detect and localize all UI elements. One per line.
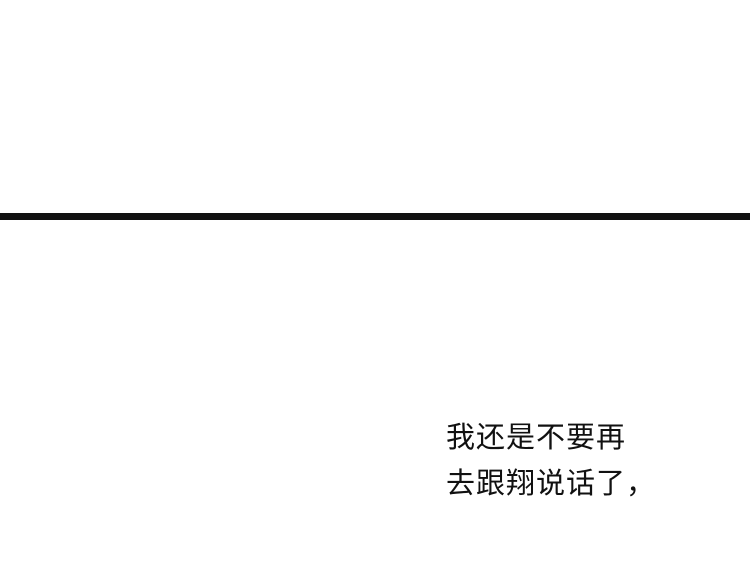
caption-line-1: 我还是不要再 (446, 420, 627, 454)
narration-caption: 我还是不要再 去跟翔说话了， (446, 414, 656, 506)
panel-border-line (0, 213, 750, 220)
caption-line-2: 去跟翔说话了， (446, 466, 657, 500)
